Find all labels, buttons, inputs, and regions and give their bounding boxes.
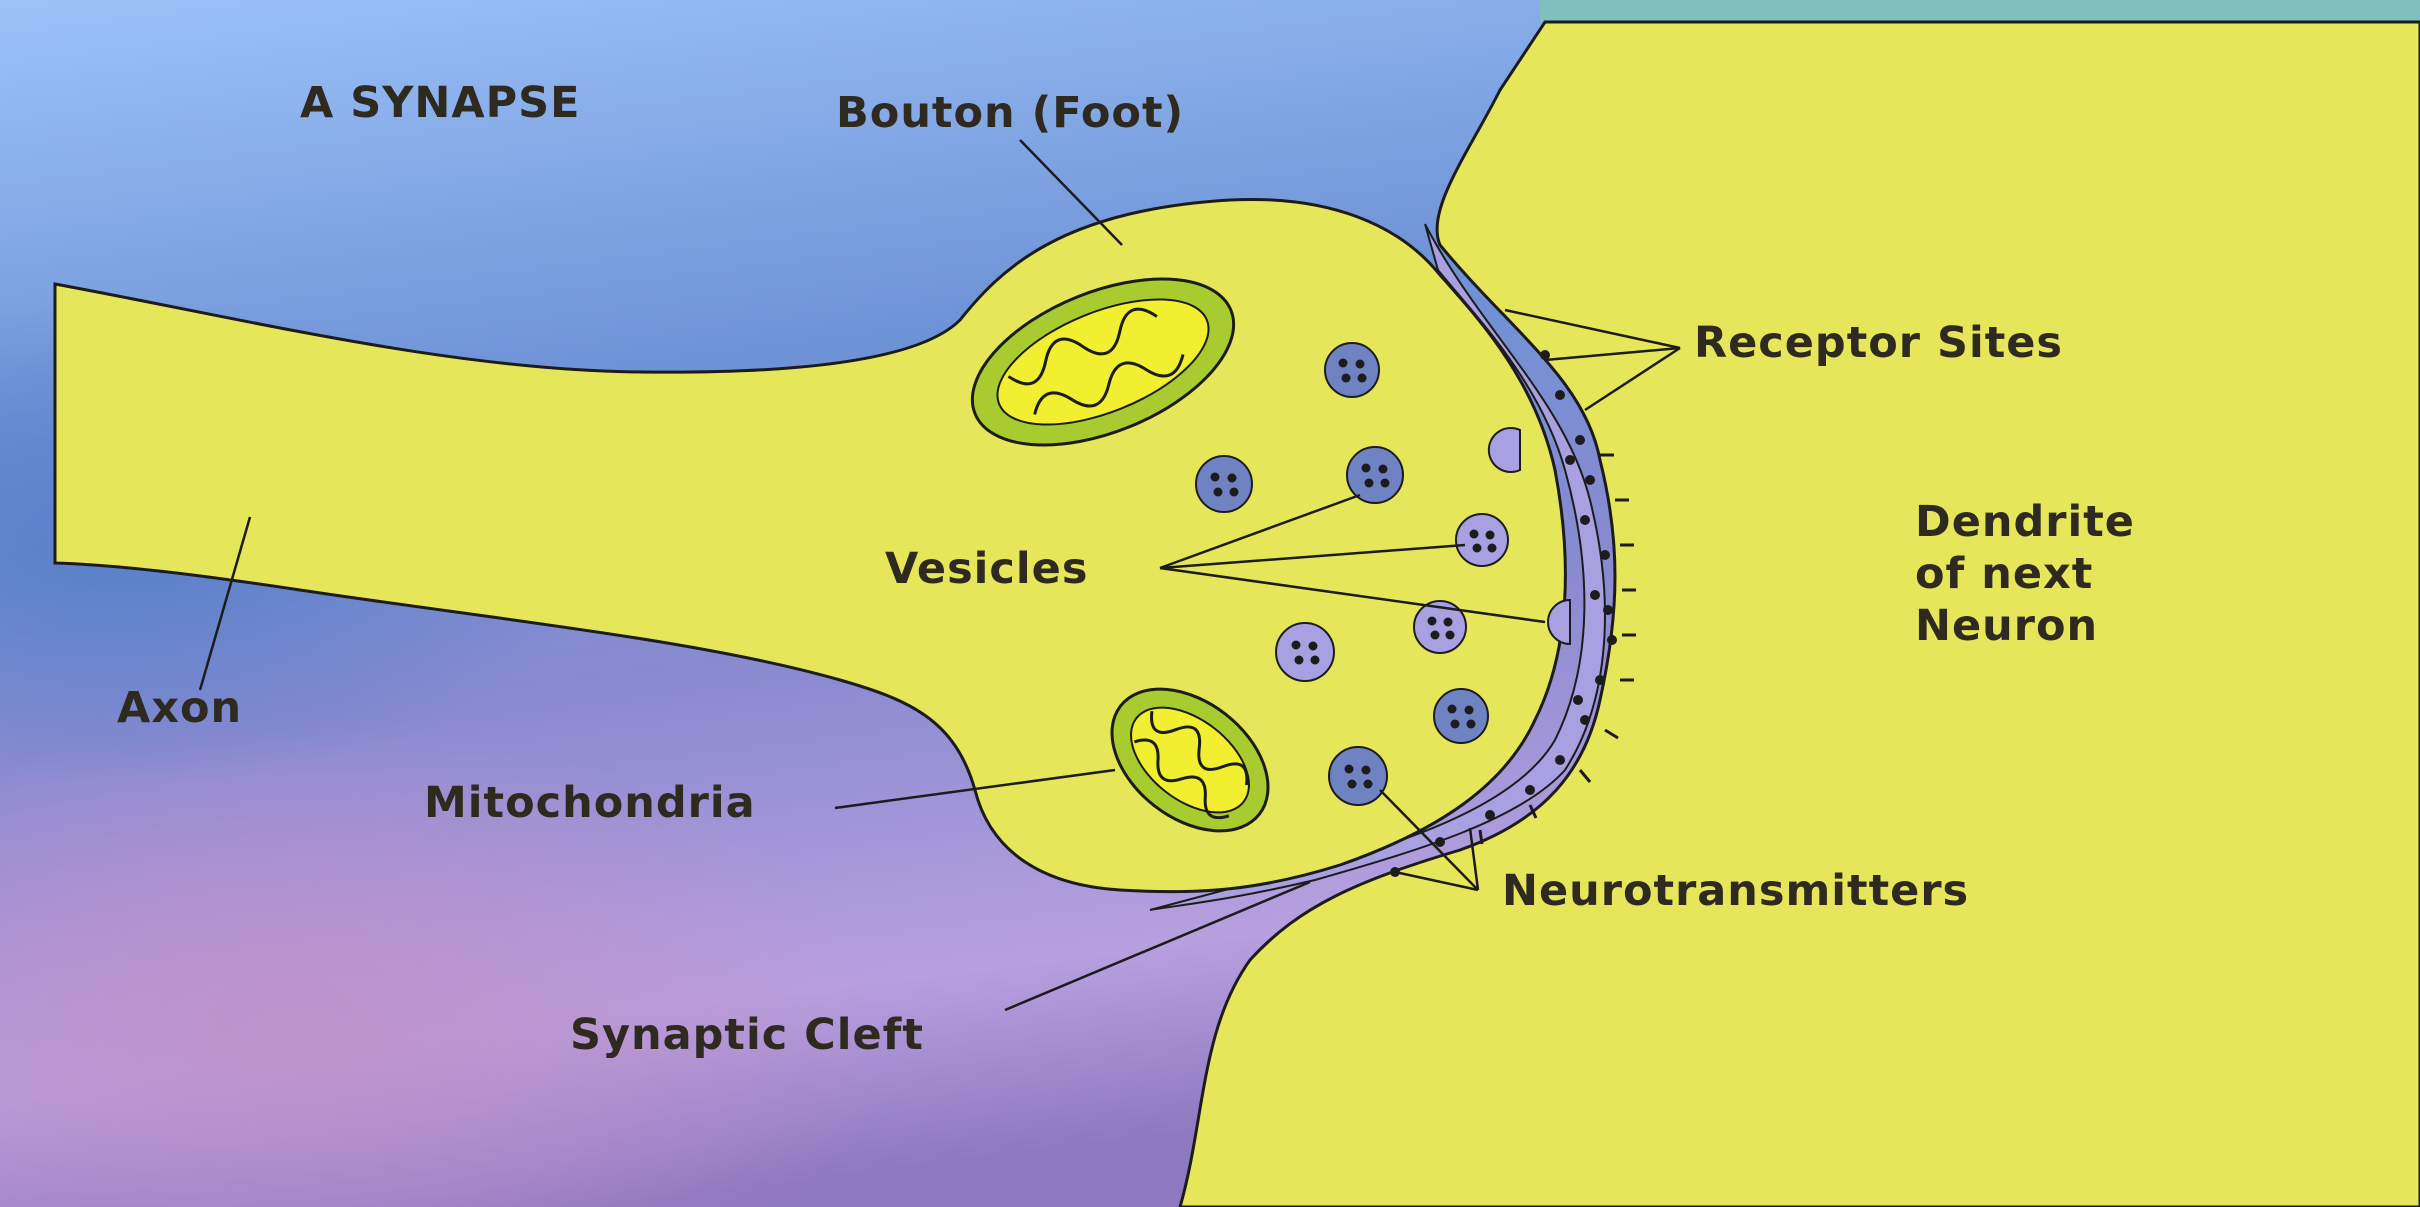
vesicle [1276,623,1334,681]
label-axon: Axon [117,683,242,735]
label-bouton: Bouton (Foot) [836,88,1184,140]
label-receptor-sites: Receptor Sites [1694,318,2063,370]
background-teal-strip [1540,0,2420,22]
vesicle [1434,689,1488,743]
label-vesicles: Vesicles [885,544,1088,596]
label-synaptic-cleft: Synaptic Cleft [570,1010,924,1062]
label-dendrite-line-1: Dendrite [1915,496,2245,548]
vesicle [1456,514,1508,566]
diagram-title: A SYNAPSE [300,78,580,130]
vesicle [1196,456,1252,512]
vesicle [1329,747,1387,805]
vesicle [1347,447,1403,503]
label-neurotransmitters: Neurotransmitters [1502,866,1969,918]
label-dendrite-line-2: of next [1915,548,2245,600]
label-dendrite: Dendrite of next Neuron [1915,496,2245,652]
label-dendrite-line-3: Neuron [1915,600,2245,652]
label-mitochondria: Mitochondria [424,778,756,830]
vesicle [1325,343,1379,397]
